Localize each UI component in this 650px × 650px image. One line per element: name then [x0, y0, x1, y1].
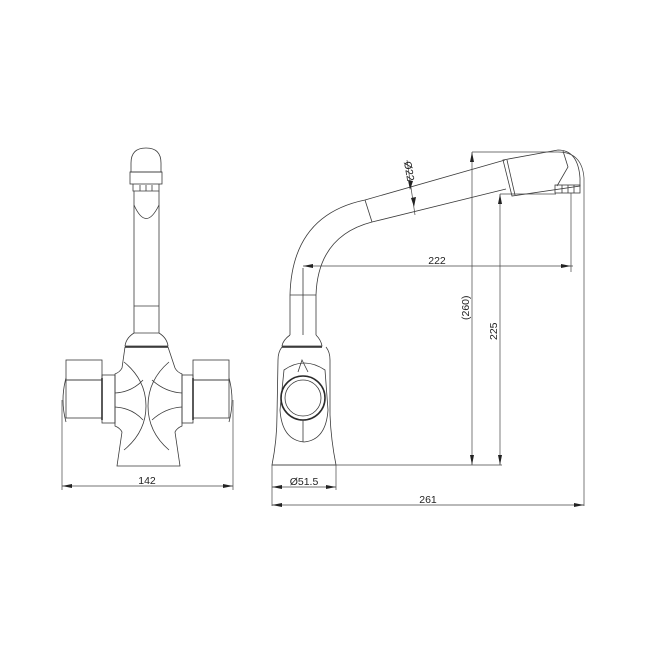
side-view [271, 149, 581, 466]
dimension-spout-reach: 222 [303, 193, 573, 272]
dimension-base-diameter: Ø51.5 [271, 465, 337, 506]
dim-label-222: 222 [428, 255, 446, 267]
dim-label-261: 261 [419, 494, 437, 506]
dimension-overall-height: (260) [460, 151, 558, 465]
dim-label-d22: Ø22 [401, 160, 416, 182]
dim-label-142: 142 [138, 475, 156, 487]
front-view [62, 147, 233, 467]
dimension-outlet-height: 225 [488, 193, 556, 465]
dim-label-225: 225 [488, 322, 500, 340]
dimension-overall-depth: 261 [272, 151, 585, 507]
dimension-front-width: 142 [61, 400, 234, 490]
dim-label-260: (260) [460, 295, 472, 320]
dimension-spout-diameter: Ø22 [401, 159, 416, 216]
dim-label-d51-5: Ø51.5 [290, 476, 319, 488]
